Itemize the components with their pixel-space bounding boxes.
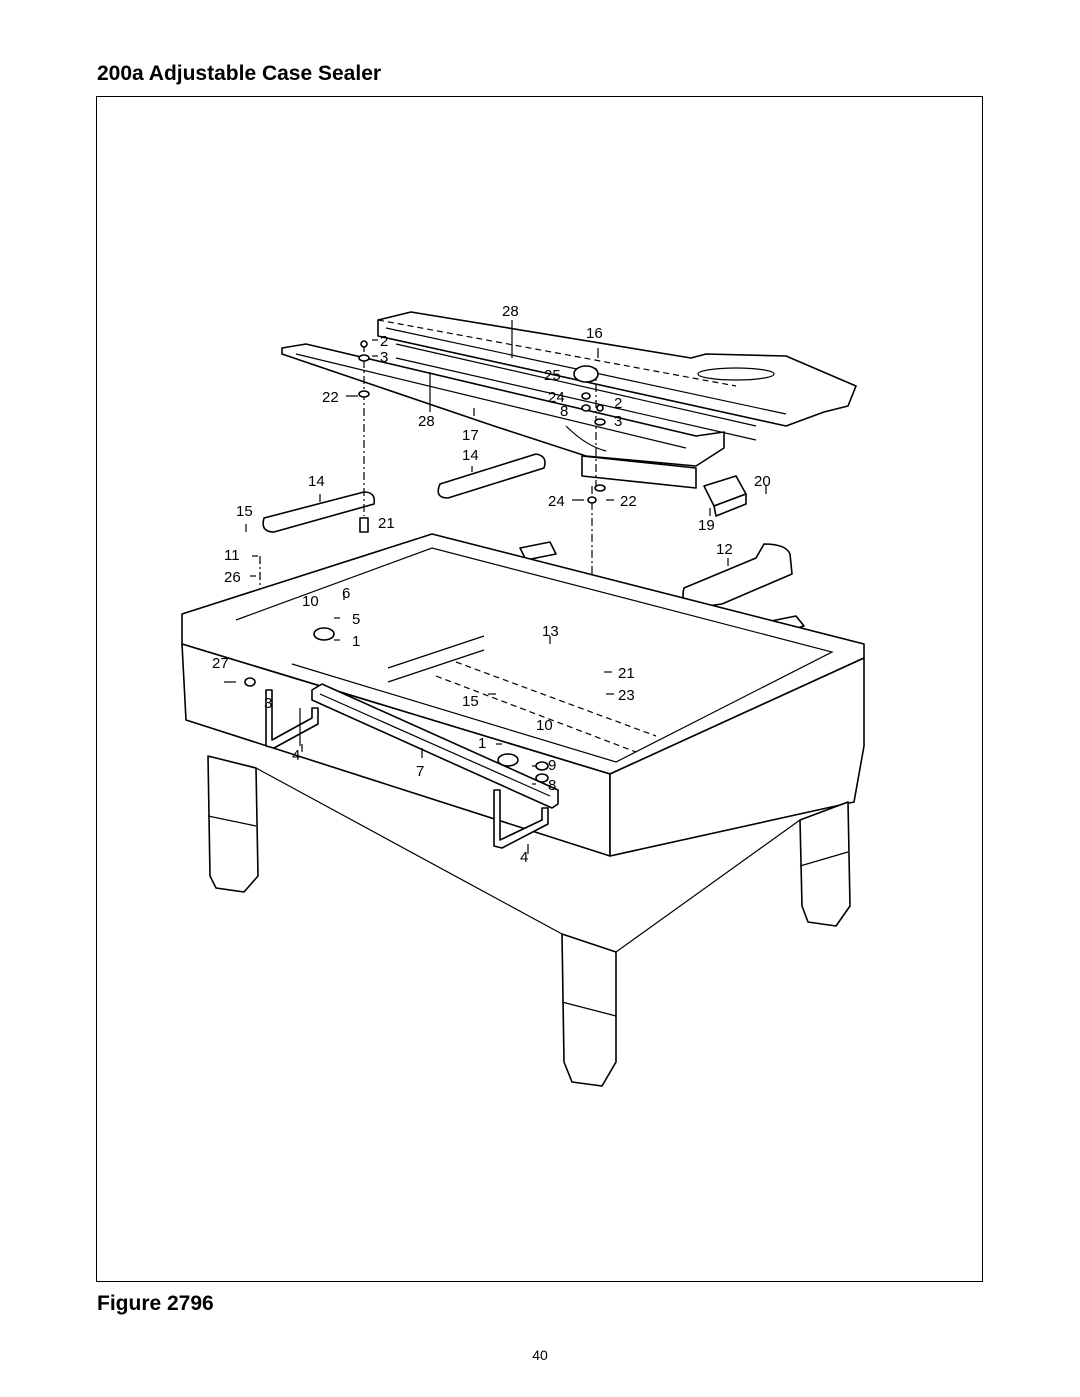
callout-3-left: 3: [380, 349, 388, 366]
callout-14-middle: 14: [462, 447, 479, 464]
callout-2-right: 2: [614, 395, 622, 412]
callout-4-left: 4: [292, 747, 300, 764]
handle-left: [265, 689, 319, 749]
callout-10-center: 10: [536, 717, 553, 734]
figure-frame: [96, 96, 983, 1282]
callout-10-left: 10: [302, 593, 319, 610]
callout-5: 5: [352, 611, 360, 628]
leader-lines: [224, 320, 767, 854]
pad-middle: [437, 453, 546, 499]
callout-15-left: 15: [236, 503, 253, 520]
document-title: 200a Adjustable Case Sealer: [97, 62, 382, 85]
callout-3-lower: 3: [264, 695, 272, 712]
callout-27: 27: [212, 655, 229, 672]
callout-22-left: 22: [322, 389, 339, 406]
callout-19: 19: [698, 517, 715, 534]
figure-caption: Figure 2796: [97, 1292, 214, 1315]
callout-16: 16: [586, 325, 603, 342]
callout-26: 26: [224, 569, 241, 586]
callout-6: 6: [342, 585, 350, 602]
callout-12: 12: [716, 541, 733, 558]
callout-labels: 28 16 2 3 25 24 2 22 8 3 28 17 14 14 20 …: [212, 303, 771, 866]
callout-25: 25: [544, 367, 561, 384]
pad-left: [262, 491, 376, 533]
fastener-stack-center: [573, 365, 606, 504]
handle-right: [493, 789, 549, 849]
page-number: 40: [532, 1347, 548, 1363]
callout-24-top: 24: [548, 389, 565, 406]
callout-11: 11: [224, 547, 240, 564]
callout-1-center: 1: [478, 735, 486, 752]
sealer-table-body: [181, 533, 865, 1087]
callout-17: 17: [462, 427, 479, 444]
clamp-assembly: [244, 627, 549, 783]
callout-22-right: 22: [620, 493, 637, 510]
callout-28-bottom: 28: [418, 413, 435, 430]
exploded-parts-diagram: 28 16 2 3 25 24 2 22 8 3 28 17 14 14 20 …: [181, 303, 865, 1087]
callout-28-top: 28: [502, 303, 519, 320]
callout-14-left: 14: [308, 473, 325, 490]
callout-3-right: 3: [614, 413, 622, 430]
callout-7: 7: [416, 763, 424, 780]
callout-13: 13: [542, 623, 559, 640]
top-plate-assembly: [281, 311, 857, 489]
callout-2-left: 2: [380, 333, 388, 350]
mount-block-back: [519, 541, 557, 561]
callout-8-top: 8: [560, 403, 568, 420]
callout-4-right: 4: [520, 849, 528, 866]
arm-right: [682, 543, 793, 609]
bracket-block: [703, 475, 747, 517]
callout-24-bottom: 24: [548, 493, 565, 510]
fastener-stack-left: [358, 340, 370, 533]
callout-20: 20: [754, 473, 771, 490]
rod-assembly: [311, 683, 559, 809]
callout-15-lower: 15: [462, 693, 479, 710]
callout-1-left: 1: [352, 633, 360, 650]
callout-23: 23: [618, 687, 635, 704]
callout-8-lower: 8: [548, 777, 556, 794]
callout-21-lower: 21: [618, 665, 635, 682]
callout-9: 9: [548, 757, 556, 774]
callout-21-upper: 21: [378, 515, 395, 532]
